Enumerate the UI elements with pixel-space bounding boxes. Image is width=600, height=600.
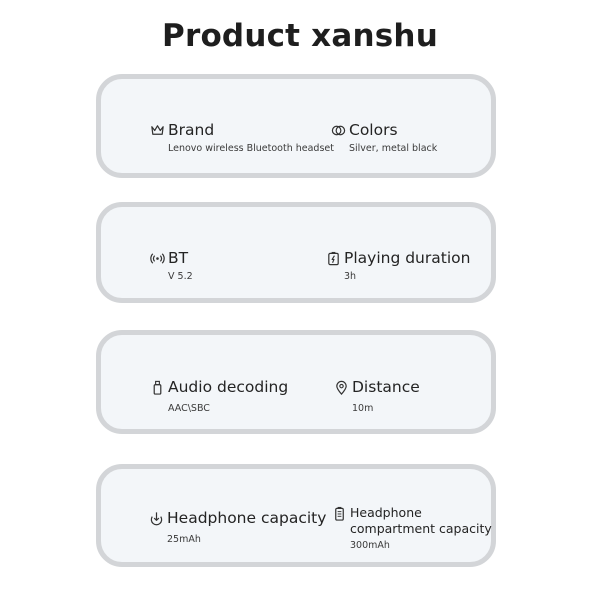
spec-label: Distance <box>352 378 420 396</box>
spec-label: Colors <box>349 121 398 139</box>
spec-value: 25mAh <box>167 534 201 545</box>
page-title: Product xanshu <box>162 18 438 54</box>
battery-charge-icon <box>325 250 342 267</box>
color-circles-icon <box>330 122 347 139</box>
spec-label: Audio decoding <box>168 378 289 396</box>
spec-label: Playing duration <box>344 249 471 267</box>
spec-playing-duration: Playing duration 3h <box>325 249 470 282</box>
spec-label: Brand <box>168 121 215 139</box>
spec-value: AAC\SBC <box>168 403 210 414</box>
battery-icon <box>331 505 348 522</box>
usb-drive-icon <box>149 379 166 396</box>
spec-value: 300mAh <box>350 540 390 551</box>
spec-value: 10m <box>352 403 374 414</box>
spec-colors: Colors Silver, metal black <box>330 121 437 154</box>
spec-value: Silver, metal black <box>349 143 438 154</box>
spec-audio-decoding: Audio decoding AAC\SBC <box>149 378 288 414</box>
spec-value: Lenovo wireless Bluetooth headset <box>168 143 334 154</box>
spec-card-bt-playing: BT V 5.2 Playing duration 3h <box>96 202 496 303</box>
download-circle-icon <box>148 510 165 527</box>
bluetooth-signal-icon <box>149 250 166 267</box>
spec-card-capacity: Headphone capacity 25mAh Headphone compa… <box>96 464 496 567</box>
spec-compartment-capacity: Headphone compartment capacity 300mAh <box>331 505 500 551</box>
spec-bt: BT V 5.2 <box>149 249 193 282</box>
location-pin-icon <box>333 379 350 396</box>
spec-label: BT <box>168 249 189 267</box>
spec-brand: Brand Lenovo wireless Bluetooth headset <box>149 121 334 154</box>
spec-card-brand-colors: Brand Lenovo wireless Bluetooth headset … <box>96 74 496 178</box>
spec-card-audio-distance: Audio decoding AAC\SBC Distance 10m <box>96 330 496 434</box>
spec-distance: Distance 10m <box>333 378 420 414</box>
spec-label: Headphone compartment capacity <box>350 505 492 536</box>
spec-headphone-capacity: Headphone capacity 25mAh <box>148 509 326 545</box>
spec-label: Headphone capacity <box>167 509 327 527</box>
spec-value: V 5.2 <box>168 271 193 282</box>
crown-icon <box>149 122 166 139</box>
spec-value: 3h <box>344 271 357 282</box>
